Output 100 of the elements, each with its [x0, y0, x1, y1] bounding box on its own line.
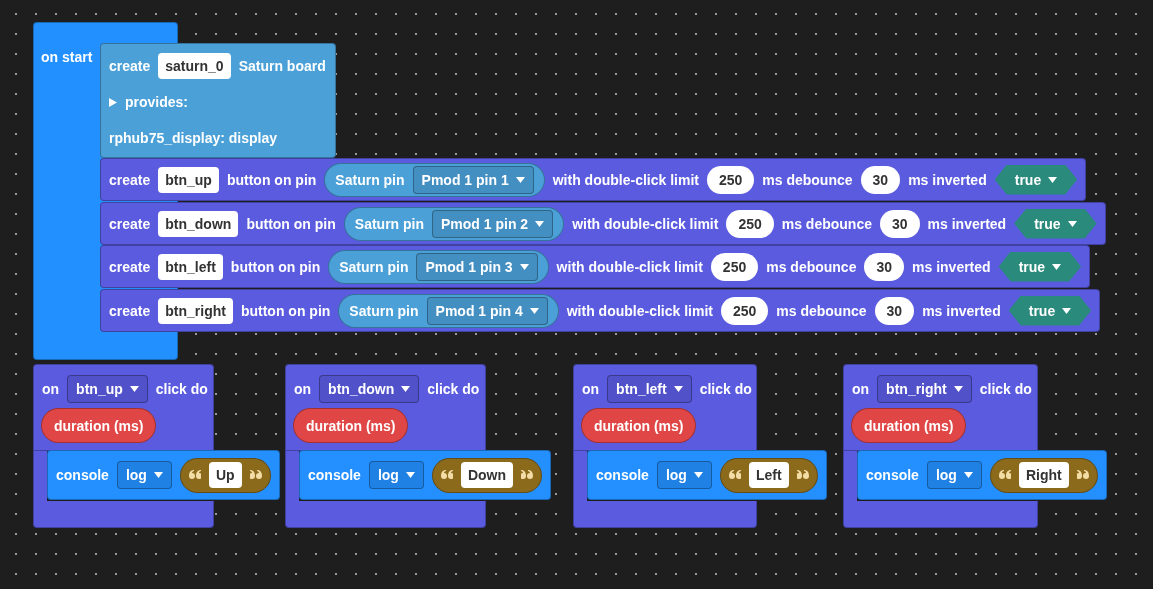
statement-block: [100, 158, 1087, 201]
block-label: ms debounce: [766, 257, 857, 276]
dropdown-field: Pmod 1 pin 3: [416, 252, 538, 281]
value-block: [324, 162, 545, 197]
event-block: [573, 364, 757, 451]
boolean-dropdown: true: [1014, 208, 1097, 239]
block-label: create: [109, 301, 151, 320]
dropdown-field: Pmod 1 pin 2: [432, 209, 554, 238]
block-label: Saturn pin: [354, 214, 425, 233]
block-label: click do: [699, 380, 752, 398]
statement-block: [100, 43, 336, 158]
dropdown-field: Pmod 1 pin 4: [426, 296, 548, 325]
block-label: console: [596, 466, 649, 484]
block-label: click do: [979, 380, 1032, 398]
text-field: btn_up: [158, 166, 219, 193]
block-label: on: [582, 380, 600, 398]
block-label: ms debounce: [762, 170, 853, 189]
string-field: Right: [1018, 462, 1069, 488]
dropdown-field: btn_down: [319, 375, 420, 403]
block-label: on: [294, 380, 312, 398]
number-field: 250: [710, 252, 759, 281]
number-field: 30: [864, 252, 905, 281]
block-label: Saturn pin: [335, 170, 405, 189]
block-label: ms debounce: [781, 214, 872, 233]
block-label: console: [866, 466, 919, 484]
dropdown-field: btn_up: [67, 375, 148, 403]
number-field: 30: [880, 209, 920, 238]
block-label: console: [56, 466, 109, 484]
statement-block: [100, 202, 1106, 245]
block-label: Saturn pin: [349, 301, 419, 320]
text-field: btn_right: [158, 297, 233, 324]
string-block: [431, 457, 542, 493]
boolean-dropdown: true: [1008, 295, 1092, 326]
string-field: Up: [208, 462, 242, 488]
value-block: [338, 293, 559, 328]
block-label: ms inverted: [922, 301, 1001, 320]
number-field: 30: [874, 296, 915, 325]
dropdown-field: log: [116, 461, 172, 489]
block-label: console: [308, 466, 361, 484]
number-field: 250: [706, 165, 755, 194]
block-label: create: [109, 170, 151, 189]
block-label: create: [109, 57, 151, 75]
block-label: rphub75_display: display: [109, 129, 278, 147]
block-label: duration (ms): [594, 416, 684, 435]
dropdown-field: btn_left: [607, 375, 692, 403]
block-label: on start: [41, 48, 93, 66]
statement-block: [587, 450, 827, 500]
statement-block: [100, 245, 1091, 288]
event-block: [843, 364, 1038, 451]
statement-block: [100, 289, 1101, 332]
string-field: Left: [748, 462, 789, 488]
text-field: saturn_0: [158, 53, 231, 79]
block-label: ms inverted: [912, 257, 991, 276]
block-label: with double-click limit: [566, 301, 713, 320]
block-label: Saturn pin: [339, 257, 409, 276]
text-field: btn_left: [158, 253, 223, 280]
block-label: create: [109, 214, 151, 233]
value-block: [343, 206, 565, 241]
dropdown-field: btn_right: [877, 375, 972, 403]
block-label: on: [852, 380, 870, 398]
dropdown-field: Pmod 1 pin 1: [412, 165, 534, 194]
block-label: duration (ms): [864, 416, 954, 435]
block-label: button on pin: [240, 301, 331, 320]
block-label: button on pin: [230, 257, 321, 276]
statement-block: [299, 450, 551, 500]
event-block: [33, 364, 214, 451]
string-block: [179, 457, 271, 493]
block-label: ms debounce: [776, 301, 867, 320]
block-label: click do: [155, 380, 208, 398]
text-field: btn_down: [158, 210, 239, 237]
block-label: Saturn board: [238, 57, 326, 75]
value-block: [851, 408, 967, 443]
statement-block: [857, 450, 1107, 500]
boolean-dropdown: true: [998, 251, 1082, 282]
value-block: [293, 408, 409, 443]
value-block: [41, 408, 157, 443]
value-block: [581, 408, 697, 443]
number-field: 250: [726, 209, 774, 238]
block-label: button on pin: [246, 214, 336, 233]
block-label: create: [109, 257, 151, 276]
dropdown-field: log: [926, 461, 982, 489]
block-label: button on pin: [226, 170, 317, 189]
block-label: on: [42, 380, 60, 398]
statement-block: [47, 450, 280, 500]
block-label: with double-click limit: [552, 170, 699, 189]
number-field: 250: [720, 296, 769, 325]
dropdown-field: log: [656, 461, 712, 489]
event-block: [285, 364, 486, 451]
block-label: ms inverted: [927, 214, 1007, 233]
block-label: duration (ms): [54, 416, 144, 435]
block-label: with double-click limit: [572, 214, 719, 233]
dropdown-field: log: [368, 461, 424, 489]
string-block: [719, 457, 818, 493]
block-label: with double-click limit: [556, 257, 703, 276]
block-label: click do: [427, 380, 480, 398]
number-field: 30: [860, 165, 901, 194]
block-label: provides:: [125, 93, 188, 111]
string-block: [989, 457, 1098, 493]
block-label: duration (ms): [306, 416, 396, 435]
boolean-dropdown: true: [994, 164, 1078, 195]
